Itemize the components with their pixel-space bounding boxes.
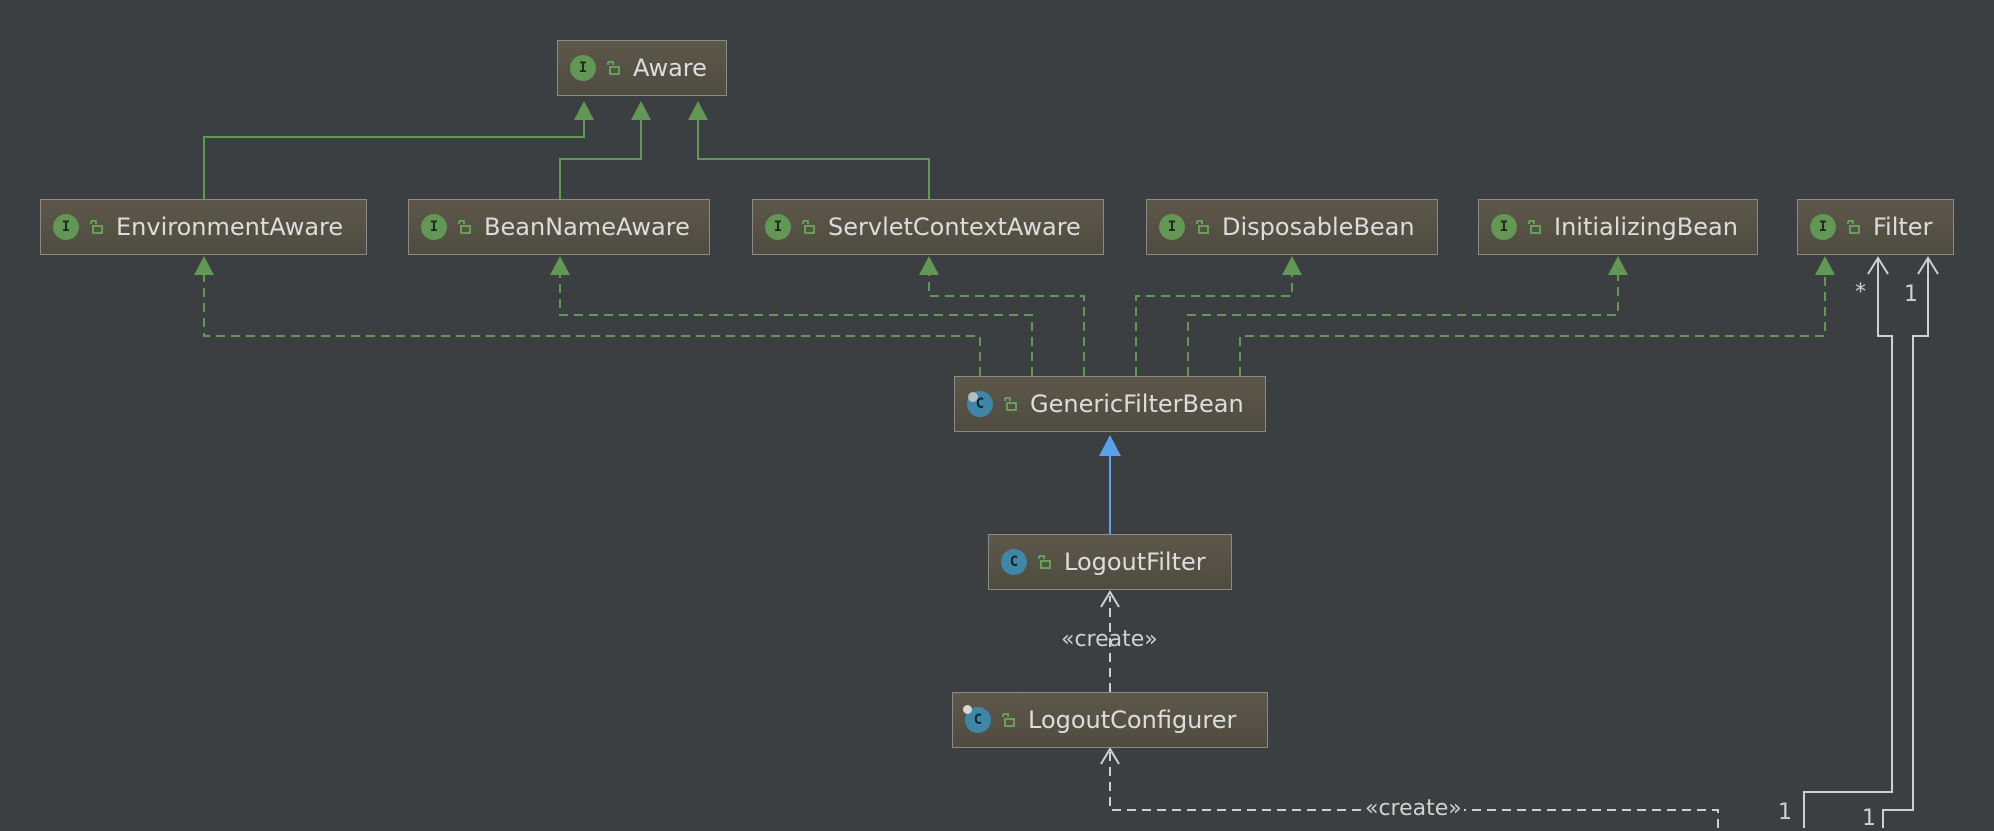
node-disposablebean[interactable]: I DisposableBean: [1146, 199, 1438, 255]
node-aware[interactable]: I Aware: [557, 40, 727, 96]
arrowhead: [688, 101, 708, 120]
create-label: «create»: [1061, 627, 1158, 652]
edge-environmentaware-aware: [203, 120, 585, 199]
interface-icon: I: [1159, 214, 1185, 240]
node-filter[interactable]: I Filter: [1797, 199, 1954, 255]
create-arrowheads: [1100, 590, 1120, 765]
abstract-class-icon: C: [967, 391, 993, 417]
arrowhead: [631, 101, 651, 120]
class-name: ServletContextAware: [828, 213, 1081, 241]
edge-gfb-initializingbean: [1187, 275, 1619, 376]
interface-icon: I: [765, 214, 791, 240]
node-beannameaware[interactable]: I BeanNameAware: [408, 199, 710, 255]
class-name: EnvironmentAware: [116, 213, 344, 241]
public-lock-icon: [1002, 713, 1015, 727]
arrowhead: [1099, 435, 1121, 456]
create-label: «create»: [1363, 796, 1464, 821]
arrowhead: [574, 101, 594, 120]
edge-gfb-beannameaware: [559, 275, 1033, 376]
class-name: BeanNameAware: [484, 213, 690, 241]
multiplicity-label: 1: [1862, 806, 1876, 831]
public-lock-icon: [458, 220, 471, 234]
multiplicity-label: *: [1855, 280, 1866, 305]
class-name: LogoutFilter: [1064, 548, 1206, 576]
edge-servletcontextaware-aware: [697, 120, 930, 199]
multiplicity-label: 1: [1904, 282, 1918, 307]
node-initializingbean[interactable]: I InitializingBean: [1478, 199, 1758, 255]
interface-icon: I: [1491, 214, 1517, 240]
public-lock-icon: [607, 61, 620, 75]
node-logoutfilter[interactable]: C LogoutFilter: [988, 534, 1232, 590]
class-name: Aware: [633, 54, 707, 82]
interface-icon: I: [421, 214, 447, 240]
arrowhead: [1608, 256, 1628, 275]
interface-icon: I: [1810, 214, 1836, 240]
open-arrowhead: [1867, 256, 1889, 275]
arrowhead: [550, 256, 570, 275]
class-name: Filter: [1873, 213, 1933, 241]
edge-assoc-filter-a: [1803, 259, 1893, 828]
class-icon: C: [963, 705, 991, 733]
node-logoutconfigurer[interactable]: C LogoutConfigurer: [952, 692, 1268, 748]
public-lock-icon: [1847, 220, 1860, 234]
edge-assoc-filter-b: [1882, 259, 1929, 828]
public-lock-icon: [802, 220, 815, 234]
node-servletcontextaware[interactable]: I ServletContextAware: [752, 199, 1104, 255]
multiplicity-label: 1: [1778, 800, 1792, 825]
public-lock-icon: [1038, 555, 1051, 569]
arrowhead: [1282, 256, 1302, 275]
aware-arrowheads: [574, 101, 708, 120]
public-lock-icon: [90, 220, 103, 234]
class-icon: C: [1001, 549, 1027, 575]
open-arrowhead: [1100, 747, 1120, 765]
node-environmentaware[interactable]: I EnvironmentAware: [40, 199, 367, 255]
interface-icon: I: [53, 214, 79, 240]
public-lock-icon: [1196, 220, 1209, 234]
filter-associations: [1803, 256, 1939, 828]
edge-gfb-servletcontextaware: [928, 275, 1085, 376]
arrowhead: [1815, 256, 1835, 275]
arrowhead: [919, 256, 939, 275]
node-genericfilterbean[interactable]: C GenericFilterBean: [954, 376, 1266, 432]
edge-gfb-disposablebean: [1135, 275, 1293, 376]
open-arrowhead: [1100, 590, 1120, 608]
public-lock-icon: [1004, 397, 1017, 411]
edge-gfb-filter: [1239, 275, 1826, 376]
class-name: DisposableBean: [1222, 213, 1415, 241]
class-name: InitializingBean: [1554, 213, 1738, 241]
aware-inheritance-edges: [203, 120, 930, 199]
open-arrowhead: [1917, 256, 1939, 275]
implements-arrowheads: [194, 256, 1835, 275]
public-lock-icon: [1528, 220, 1541, 234]
class-name: LogoutConfigurer: [1028, 706, 1237, 734]
edge-gfb-environmentaware: [203, 275, 981, 376]
extends-edge: [1099, 435, 1121, 534]
implements-edges: [203, 275, 1826, 376]
class-name: GenericFilterBean: [1030, 390, 1244, 418]
edge-beannameaware-aware: [559, 120, 642, 199]
interface-icon: I: [570, 55, 596, 81]
arrowhead: [194, 256, 214, 275]
